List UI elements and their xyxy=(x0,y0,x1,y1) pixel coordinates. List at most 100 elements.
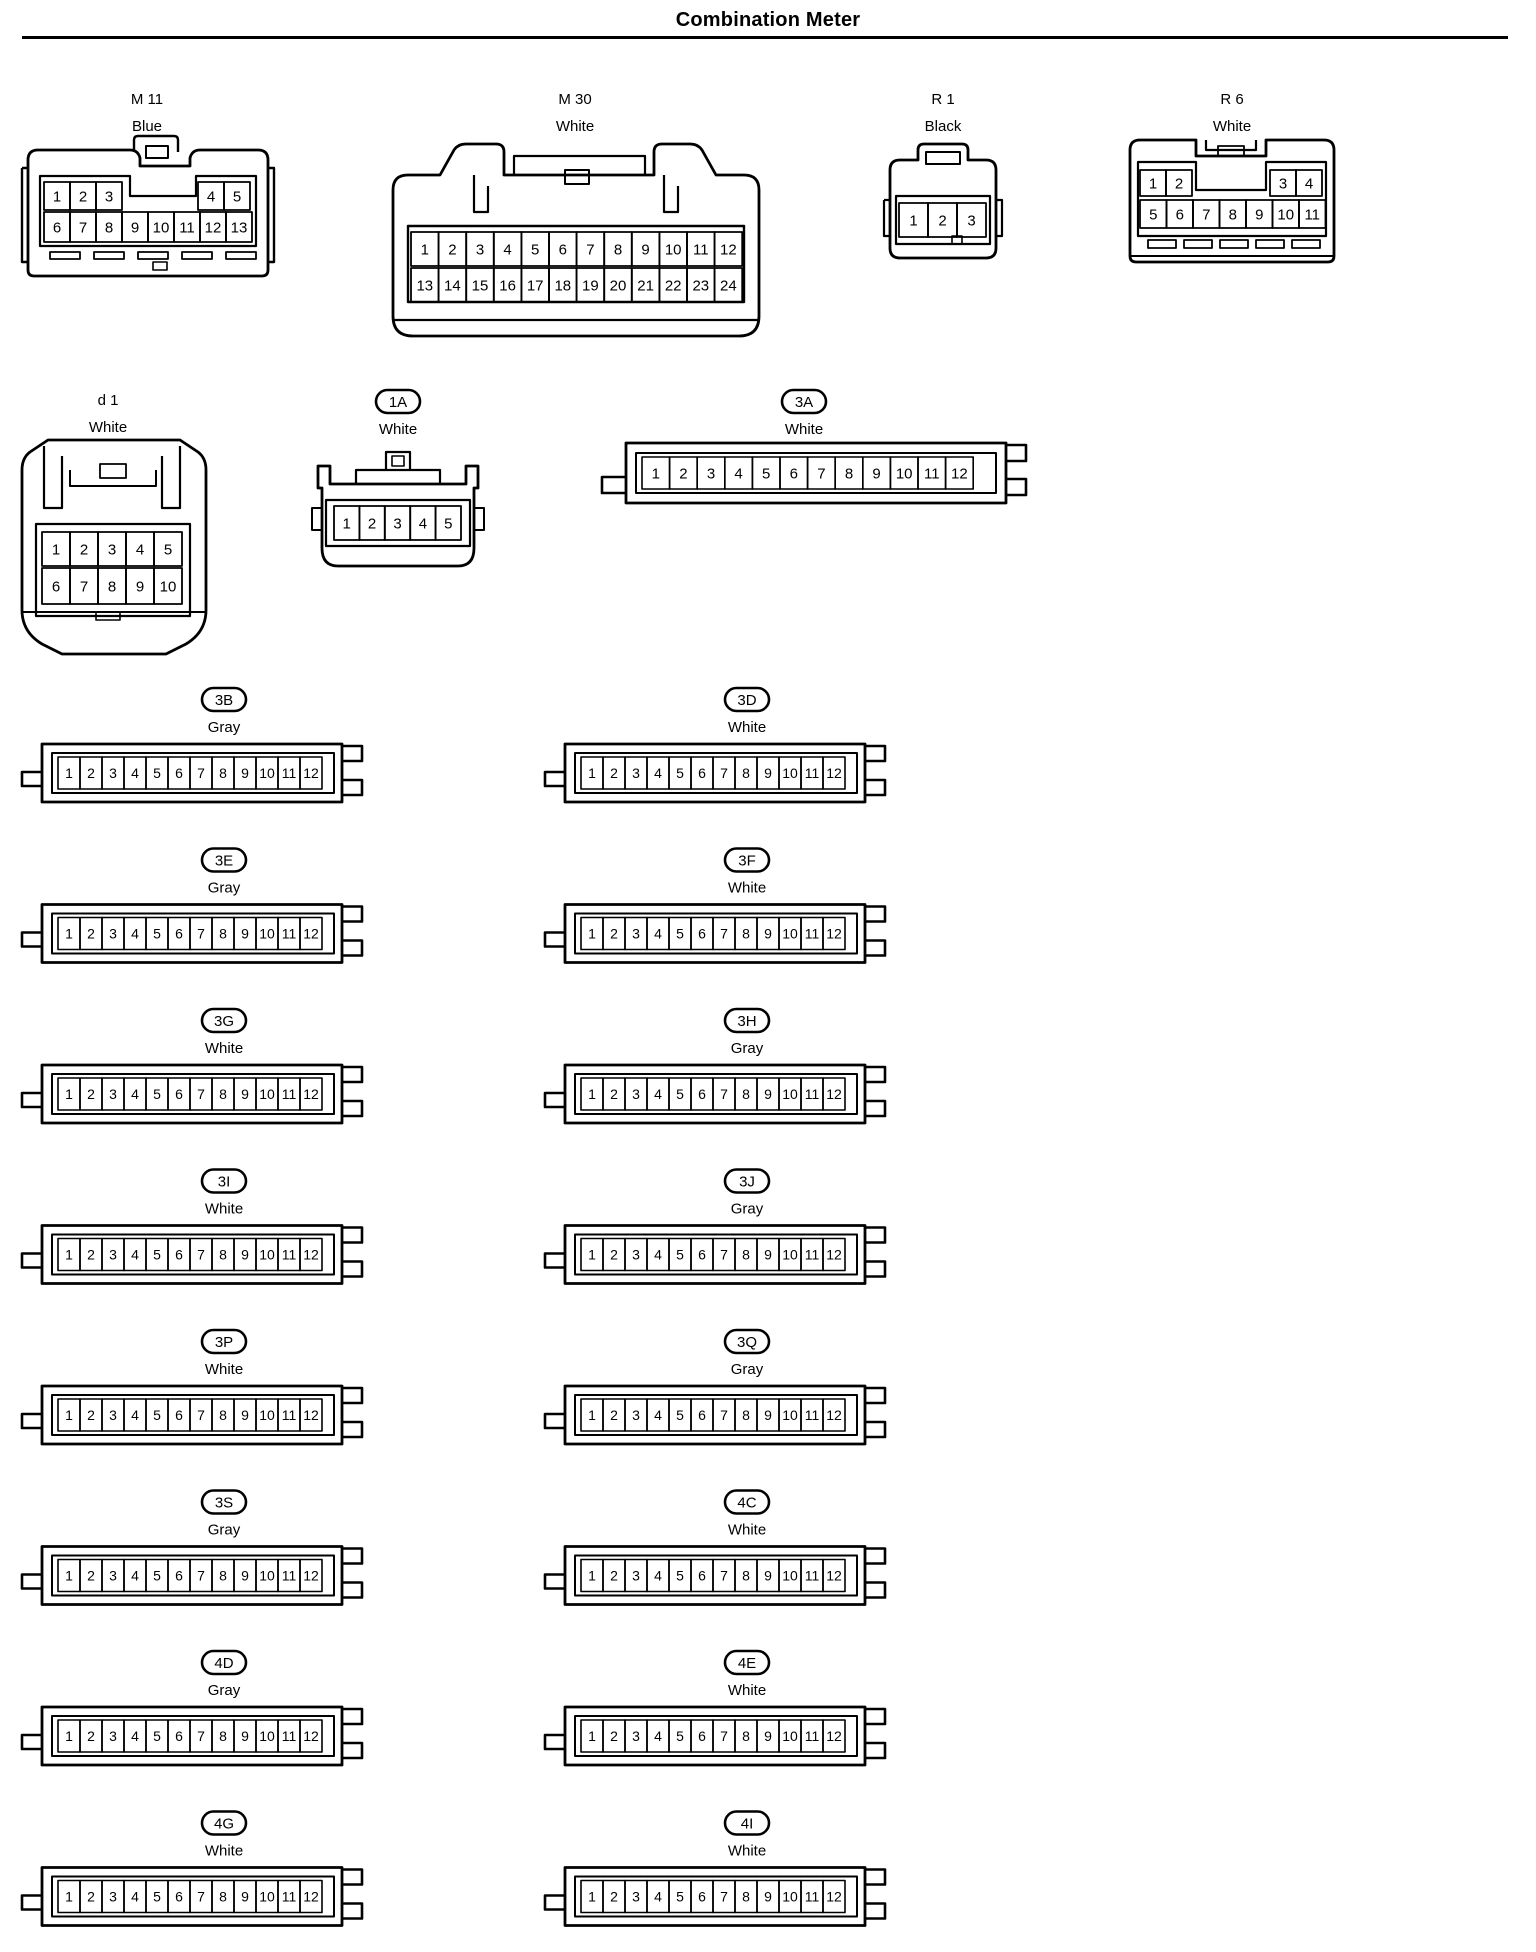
pin-number: 9 xyxy=(764,1568,772,1584)
pin-cell: 4 xyxy=(123,1398,147,1432)
pin-cell: 6 xyxy=(167,1077,191,1111)
pin-cell: 2 xyxy=(602,1398,626,1432)
pin-number: 1 xyxy=(588,926,596,942)
pin-number: 5 xyxy=(676,1728,684,1744)
pin-number: 6 xyxy=(175,765,183,781)
pin-cell: 11 xyxy=(277,1237,301,1272)
pin-cell: 4 xyxy=(123,1879,147,1914)
pin-number: 7 xyxy=(720,1247,728,1263)
pin-number: 4 xyxy=(131,1247,139,1263)
pin-number: 5 xyxy=(676,1568,684,1584)
pin-number: 3 xyxy=(109,1728,117,1744)
pin-number: 4 xyxy=(654,1086,662,1102)
pin-number: 7 xyxy=(197,1407,205,1423)
pin-number: 3 xyxy=(707,465,715,482)
pin-number: 6 xyxy=(698,926,706,942)
pin-cell: 5 xyxy=(145,1237,169,1272)
pin-cell: 10 xyxy=(778,1879,802,1914)
pin-cell: 2 xyxy=(602,1558,626,1593)
connector-id: 4C xyxy=(737,1495,756,1512)
pin-number: 4 xyxy=(136,541,144,558)
pin-number: 9 xyxy=(764,926,772,942)
connector-id-badge xyxy=(723,1007,771,1034)
pin-number: 3 xyxy=(393,515,401,532)
connector-id-badge xyxy=(723,1328,771,1355)
pin-number: 3 xyxy=(109,1889,117,1905)
pin-cell: 8 xyxy=(211,1719,235,1753)
pin-cell: 8 xyxy=(834,456,864,490)
pin-cell: 8 xyxy=(211,1077,235,1111)
connector-id-badge xyxy=(200,686,248,713)
pin-cell: 9 xyxy=(756,1558,780,1593)
pin-number: 3 xyxy=(632,1889,640,1905)
pin-cell: 4 xyxy=(646,1558,670,1593)
pin-number: 10 xyxy=(782,765,798,781)
pin-cell: 24 xyxy=(713,267,744,303)
pin-number: 4 xyxy=(131,1889,139,1905)
pin-cell: 10 xyxy=(147,211,175,243)
pin-number: 8 xyxy=(742,1407,750,1423)
pin-number: 12 xyxy=(205,219,222,236)
pin-number: 2 xyxy=(448,241,456,258)
pin-cell: 5 xyxy=(153,531,183,567)
pin-number: 2 xyxy=(610,1247,618,1263)
pin-number: 10 xyxy=(259,1247,275,1263)
pin-number: 2 xyxy=(610,1728,618,1744)
pin-cell: 12 xyxy=(299,756,323,790)
connector-body xyxy=(1128,138,1336,264)
pin-number: 6 xyxy=(790,465,798,482)
pin-number: 8 xyxy=(219,1889,227,1905)
pin-number: 12 xyxy=(826,1247,842,1263)
pin-number: 5 xyxy=(233,188,241,205)
pin-number: 7 xyxy=(197,926,205,942)
connector-id: 3F xyxy=(738,853,756,870)
pin-cell: 11 xyxy=(173,211,201,243)
pin-number: 6 xyxy=(698,1247,706,1263)
pin-cell: 8 xyxy=(211,1398,235,1432)
pin-number: 9 xyxy=(136,578,144,595)
pin-cell: 9 xyxy=(756,1879,780,1914)
pin-cell: 4 xyxy=(197,181,225,211)
pin-number: 10 xyxy=(782,1086,798,1102)
pin-number: 3 xyxy=(109,1407,117,1423)
pin-cell: 3 xyxy=(624,1398,648,1432)
pin-number: 10 xyxy=(782,1568,798,1584)
pin-cell: 1 xyxy=(57,1558,81,1593)
pin-number: 6 xyxy=(175,1568,183,1584)
pin-cell: 7 xyxy=(712,756,736,790)
pin-number: 19 xyxy=(582,277,599,294)
pin-cell: 10 xyxy=(255,756,279,790)
pin-number: 12 xyxy=(826,926,842,942)
pin-cell: 1 xyxy=(580,1879,604,1914)
pin-number: 2 xyxy=(610,1568,618,1584)
pin-cell: 9 xyxy=(756,1398,780,1432)
pin-cell: 2 xyxy=(79,1077,103,1111)
pin-number: 7 xyxy=(720,1086,728,1102)
pin-number: 10 xyxy=(782,1889,798,1905)
pin-cell: 2 xyxy=(79,1879,103,1914)
pin-cell: 9 xyxy=(1245,199,1274,229)
pin-cell: 13 xyxy=(225,211,253,243)
pin-cell: 7 xyxy=(712,1879,736,1914)
pin-cell: 7 xyxy=(189,1879,213,1914)
pin-number: 9 xyxy=(641,241,649,258)
connector-id-badge xyxy=(723,1489,771,1515)
pin-cell: 4 xyxy=(492,231,523,267)
pin-number: 8 xyxy=(742,1086,750,1102)
connector-id-badge xyxy=(723,1168,771,1194)
pin-cell: 12 xyxy=(299,1077,323,1111)
pin-number: 7 xyxy=(79,219,87,236)
pin-number: 1 xyxy=(65,1568,73,1584)
pin-cell: 5 xyxy=(145,1077,169,1111)
connector-id-badge xyxy=(200,1168,248,1194)
pin-number: 6 xyxy=(559,241,567,258)
pin-cell: 4 xyxy=(646,916,670,951)
pin-cell: 12 xyxy=(299,1237,323,1272)
pin-cell: 10 xyxy=(889,456,919,490)
connector-id: 3H xyxy=(737,1013,756,1030)
pin-cell: 19 xyxy=(575,267,606,303)
pin-cell: 7 xyxy=(712,1719,736,1753)
